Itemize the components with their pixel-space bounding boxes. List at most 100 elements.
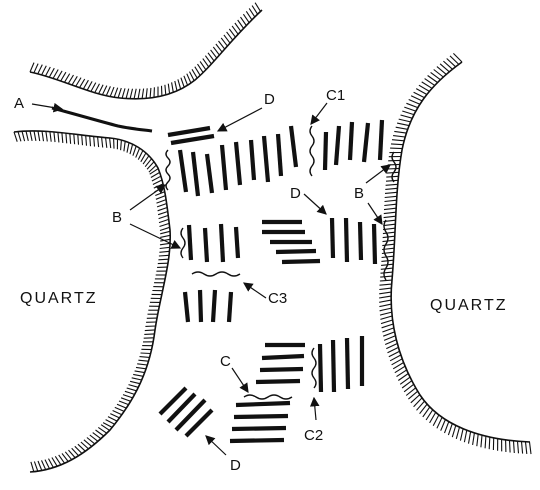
hatch-tick (146, 88, 147, 98)
lamella (256, 381, 300, 382)
hatch-tick (159, 215, 169, 218)
lamella (230, 440, 284, 441)
hatch-tick (30, 63, 34, 72)
hatch-tick (159, 251, 169, 252)
lamella (205, 228, 207, 262)
hatch-tick (385, 340, 396, 345)
hatch-tick (159, 219, 169, 222)
hatch-tick (124, 141, 125, 151)
hatch-tick (42, 131, 44, 141)
hatch-tick (145, 330, 155, 331)
lamella (336, 126, 339, 165)
hatch-tick (382, 256, 394, 257)
hatch-tick (158, 212, 168, 215)
hatch-tick (448, 424, 452, 436)
hatch-tick (76, 78, 81, 87)
hatch-tick (379, 296, 391, 298)
hatch-tick (42, 460, 46, 469)
hatch-tick (235, 23, 241, 31)
lamella (200, 290, 201, 322)
wavy-c1 (310, 126, 314, 176)
hatch-tick (394, 131, 406, 133)
hatch-tick (433, 415, 439, 426)
hatch-tick (110, 87, 114, 97)
hatch-tick (526, 442, 527, 454)
lamella (236, 142, 240, 185)
lamella (282, 261, 320, 262)
boundary-top-left (30, 10, 262, 99)
lamella (262, 356, 304, 358)
lamella (176, 400, 205, 430)
hatch-tick (384, 336, 395, 341)
hatch-tick (452, 425, 456, 437)
hatch-tick (14, 132, 17, 142)
hatch-tick (464, 430, 466, 442)
hatch-tick (122, 88, 125, 98)
hatch-tick (157, 204, 167, 207)
hatch-tick (34, 131, 36, 141)
label-d-bottom: D (230, 457, 241, 474)
hatch-tick (114, 88, 118, 98)
lamella (213, 290, 215, 322)
hatch-tick (137, 364, 147, 365)
lamella (260, 369, 303, 370)
lamella (189, 225, 191, 260)
hatch-tick (160, 247, 170, 248)
hatch-tick (30, 131, 32, 141)
lamella (221, 224, 223, 262)
hatch-tick (78, 135, 79, 145)
lamella (364, 123, 368, 162)
hatch-tick (121, 398, 131, 402)
hatch-tick (66, 133, 67, 143)
hatch-tick (34, 462, 37, 472)
hatch-tick (34, 64, 38, 73)
lamella (350, 122, 352, 160)
hatch-tick (123, 395, 133, 398)
hatch-tick (530, 442, 532, 454)
hatch-tick (102, 86, 106, 95)
hatch-tick (406, 103, 417, 107)
arrow-b-right-upper (366, 165, 390, 183)
hatch-tick (65, 74, 70, 83)
hatch-tick (175, 81, 177, 91)
label-a: A (14, 95, 24, 112)
hatch-tick (401, 115, 413, 118)
arrow-d-mid (304, 194, 326, 214)
hatch-tick (381, 320, 393, 324)
hatch-tick (53, 70, 58, 79)
hatch-tick (141, 353, 151, 354)
hatch-tick (90, 136, 91, 146)
lamella (251, 140, 254, 180)
hatch-tick (108, 417, 117, 422)
hatch-tick (181, 78, 184, 88)
hatch-tick (127, 388, 137, 391)
hatch-tick (134, 89, 136, 99)
hatch-tick (49, 68, 54, 77)
arrow-c3 (244, 283, 266, 298)
hatch-tick (117, 404, 126, 408)
hatch-tick (383, 224, 395, 225)
lamella (180, 150, 186, 192)
arrow-a (32, 104, 62, 109)
hatch-tick (136, 367, 146, 368)
lamella (380, 120, 382, 160)
hatch-tick (382, 244, 394, 245)
quartz-right-label: QUARTZ (430, 297, 507, 314)
hatch-tick (379, 288, 391, 289)
hatch-tick (404, 107, 416, 111)
hatch-tick (379, 292, 391, 294)
lamellae (160, 120, 382, 441)
lamella (236, 403, 290, 405)
hatch-tick (380, 284, 392, 285)
lamella (291, 126, 296, 167)
hatch-tick (380, 312, 392, 315)
lamella (276, 251, 316, 252)
hatch-tick (473, 433, 475, 445)
hatch-tick (187, 74, 191, 83)
hatch-tick (386, 184, 398, 185)
hatch-tick (42, 66, 47, 75)
hatch-tick (252, 6, 258, 15)
hatch-tick (390, 148, 402, 149)
hatch-tick (110, 414, 119, 418)
